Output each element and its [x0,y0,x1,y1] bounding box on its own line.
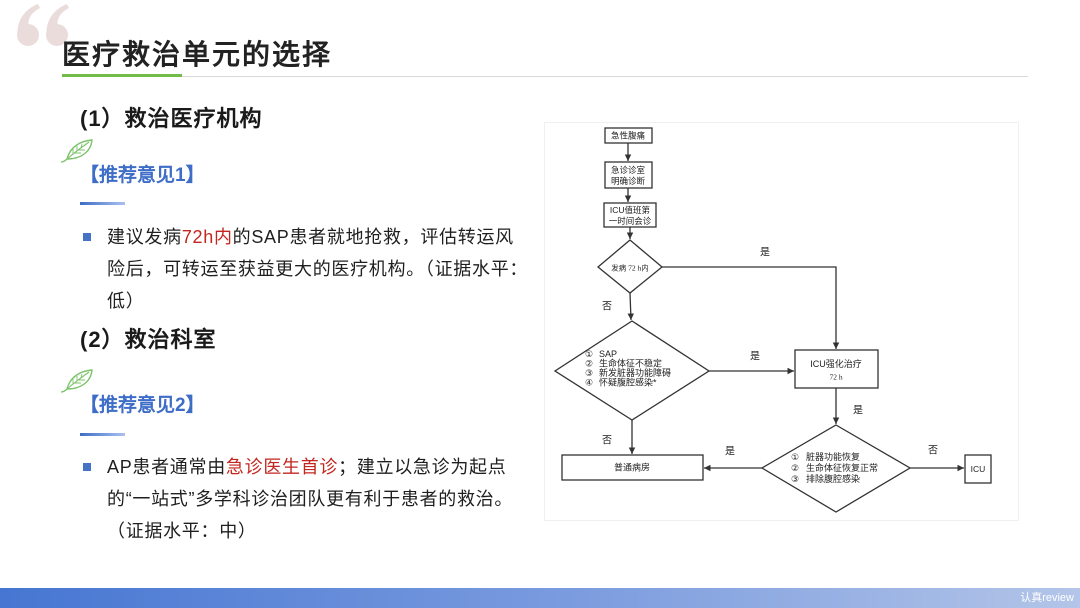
edge-label-onset-yes: 是 [760,247,770,259]
severity-item-text: 新发脏器功能障碍 [599,367,671,378]
bullet-line: AP患者通常由急诊医生首诊；建立以急诊为起点 [107,451,513,483]
section-2-heading: (2）救治科室 [80,327,217,352]
title-divider [62,76,1028,77]
bullet-text-segment: ；建立以急诊为起点 [338,457,507,477]
bullet-text-segment: 建议发病 [107,227,182,247]
recovery-item-text: 脏器功能恢复 [806,451,860,462]
bullet-line: 的“一站式”多学科诊治团队更有利于患者的救治。 [107,489,514,509]
node-er-label-line2: 明确诊断 [611,176,646,186]
severity-item-number: ② [585,359,593,369]
recommendation-2-label: 【推荐意见2】 [80,395,205,416]
bullet-line: （证据水平：中） [107,521,257,541]
severity-item-number: ④ [585,378,593,388]
page-title: 医疗救治单元的选择 [62,39,333,70]
highlighted-phrase: 急诊医生首诊 [225,457,339,477]
leaf-icon [60,138,94,164]
bullet-text-segment: AP患者通常由 [107,457,226,477]
severity-item-number: ③ [585,368,593,378]
arrow-onset-yes [662,266,840,349]
leaf-icon [60,368,94,394]
severity-item-number: ① [585,349,593,359]
footer-bar: 认真review [0,588,1080,608]
node-icu-final-label: ICU [971,464,986,474]
edge-label-recovery-no: 否 [928,445,938,457]
node-er-label-line1: 急诊诊室 [611,165,646,175]
title-accent-bar [62,74,182,77]
node-consult-label-line1: ICU值班第 [610,205,651,215]
recovery-item-number: ③ [791,474,799,484]
footer-brand: 认真review [1020,592,1074,604]
flowchart: 急性腹痛 急诊诊室 明确诊断 ICU值班第 一时间会诊 发病 72 h内 ① S… [553,127,992,513]
edge-label-recovery-yes: 是 [725,446,735,458]
severity-item-text: SAP [599,349,617,359]
recovery-item-text: 排除腹腔感染 [806,473,860,484]
section-1-heading: (1）救治医疗机构 [80,106,263,131]
node-icu-treatment-label: ICU强化治疗 [810,358,862,369]
quote-mark-icon [16,2,74,48]
square-bullet-icon [83,233,91,241]
highlighted-phrase: 72h内 [181,227,233,247]
edge-label-onset-no: 否 [602,301,612,313]
edge-label-severity-yes: 是 [750,351,760,363]
node-start-label: 急性腹痛 [611,131,646,141]
recovery-item-number: ② [791,463,799,473]
recovery-item-number: ① [791,452,799,462]
node-recovery-diamond [760,424,912,513]
bullet-line: 低） [107,291,145,311]
severity-item-text: 怀疑腹腔感染* [599,377,657,388]
recovery-item-text: 生命体征恢复正常 [806,462,878,473]
node-consult-label-line2: 一时间会诊 [609,216,652,226]
bullet-text-segment: 的SAP患者就地抢救，评估转运风 [232,227,514,247]
bullet-line: 建议发病72h内的SAP患者就地抢救，评估转运风 [107,221,528,253]
node-icu-treatment-box [794,349,879,389]
edge-label-icu-to-recovery: 是 [853,405,863,417]
node-icu-final-box [964,454,992,484]
edge-label-severity-no: 否 [602,435,612,447]
node-icu-treatment-duration: 72 h [829,373,842,382]
recommendation-2-text: AP患者通常由急诊医生首诊；建立以急诊为起点 的“一站式”多学科诊治团队更有利于… [107,451,513,547]
square-bullet-icon [83,463,91,471]
node-general-ward-box [561,454,704,481]
recommendation-1-text: 建议发病72h内的SAP患者就地抢救，评估转运风 险后，可转运至获益更大的医疗机… [107,221,528,317]
bullet-line: 险后，可转运至获益更大的医疗机构。（证据水平： [107,259,529,279]
recommendation-1-underline [80,202,125,205]
recommendation-2-underline [80,433,125,436]
recommendation-1-label: 【推荐意见1】 [80,165,205,186]
severity-item-text: 生命体征不稳定 [599,358,662,369]
flowchart-panel: 急性腹痛 急诊诊室 明确诊断 ICU值班第 一时间会诊 发病 72 h内 ① S… [545,123,1018,520]
node-onset-label: 发病 72 h内 [611,263,649,273]
node-general-ward-label: 普通病房 [614,462,650,473]
arrow-onset-no [627,292,635,321]
